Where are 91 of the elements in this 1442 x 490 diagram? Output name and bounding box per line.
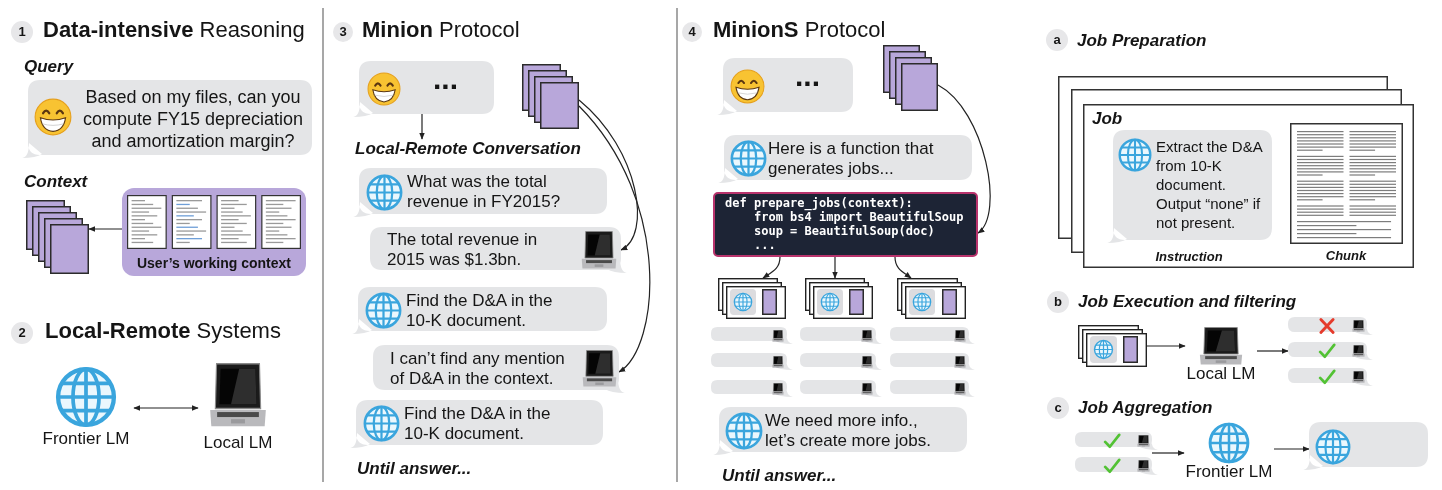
code-line: ...	[754, 239, 776, 252]
message-text: Extract the D&A from 10-K document. Output “none” if not present.	[1156, 137, 1264, 232]
chat-bubble	[353, 168, 607, 217]
chat-bubble	[711, 353, 793, 370]
arrow	[419, 113, 425, 140]
chat-bubble	[890, 380, 975, 397]
node-label: Chunk	[1325, 248, 1367, 264]
subheading: Context	[24, 172, 88, 192]
job-card-stack	[1058, 76, 1414, 268]
chat-bubble	[370, 227, 627, 273]
chat-bubble	[1303, 422, 1428, 470]
subheading: Local-Remote Conversation	[355, 139, 581, 159]
chat-bubble	[373, 345, 625, 393]
step-number: a	[1046, 29, 1068, 51]
curved-arrow	[894, 256, 912, 279]
card-title: Job	[1092, 109, 1123, 129]
node-label: Instruction	[1155, 249, 1223, 265]
document-stack	[26, 200, 89, 274]
chat-bubble	[352, 287, 607, 334]
message-text: The total revenue in 2015 was $1.3bn.	[387, 230, 539, 270]
document-stack	[883, 45, 938, 111]
section-heading: MinionS Protocol	[713, 17, 886, 43]
job-card-stack	[897, 278, 966, 319]
ellipsis-text: ...	[795, 61, 820, 91]
chat-bubble	[1288, 317, 1373, 335]
chat-bubble	[711, 380, 793, 397]
model-label: Local LM	[203, 433, 273, 453]
chat-bubble	[1288, 342, 1373, 360]
curved-arrow	[578, 99, 639, 251]
message-text: I can’t find any mention of D&A in the context.	[390, 349, 566, 389]
code-block	[713, 192, 978, 257]
message-text: Find the D&A in the 10-K document.	[404, 404, 552, 444]
chat-bubble	[890, 327, 975, 344]
section-heading: Local-Remote Systems	[45, 318, 281, 344]
subheading: Query	[24, 57, 74, 77]
double-arrow	[133, 405, 199, 411]
subheading: Job Execution and filtering	[1078, 292, 1297, 312]
chat-bubble	[713, 407, 967, 455]
chat-bubble	[717, 58, 853, 115]
chat-bubble	[718, 135, 972, 183]
arrow	[1151, 450, 1185, 456]
panel-label: User’s working context	[137, 254, 291, 272]
chat-bubble	[1075, 457, 1158, 475]
message-text: Here is a function that generates jobs...	[768, 139, 935, 179]
arrow	[832, 256, 838, 279]
chat-bubble	[1107, 130, 1272, 243]
code-line: def prepare_jobs(context):	[725, 197, 913, 210]
step-number: 2	[11, 322, 33, 344]
chat-bubble	[711, 327, 793, 344]
step-number: c	[1047, 397, 1069, 419]
curved-arrow	[937, 84, 991, 234]
step-number: 4	[682, 22, 702, 42]
code-line: from bs4 import BeautifulSoup	[754, 211, 964, 224]
arrow	[88, 226, 123, 232]
chat-bubble	[1075, 432, 1158, 450]
subheading: Job Preparation	[1077, 31, 1207, 51]
step-number: b	[1047, 291, 1069, 313]
curved-arrow	[578, 105, 651, 373]
chat-bubble	[350, 400, 603, 448]
document-stack	[522, 64, 579, 129]
job-card-stack	[805, 278, 873, 319]
chat-bubble	[22, 80, 312, 158]
model-label: Local LM	[1186, 364, 1256, 384]
chat-bubble	[1288, 368, 1373, 386]
job-card-stack	[1078, 325, 1147, 367]
document-page	[1290, 123, 1403, 244]
job-card-stack	[718, 278, 786, 319]
chat-bubble	[800, 353, 882, 370]
section-heading: Data-intensive Reasoning	[43, 17, 305, 43]
model-label: Frontier LM	[42, 429, 130, 449]
code-line: soup = BeautifulSoup(doc)	[754, 225, 935, 238]
section-heading: Minion Protocol	[362, 17, 520, 43]
step-number: 3	[333, 22, 353, 42]
chat-bubble	[800, 380, 882, 397]
chat-bubble	[800, 327, 882, 344]
subheading: Until answer...	[357, 459, 472, 479]
ellipsis-text: ...	[433, 64, 458, 94]
curved-arrow	[762, 256, 781, 279]
model-label: Frontier LM	[1185, 462, 1273, 482]
subheading: Until answer...	[722, 466, 837, 486]
chat-bubble	[890, 353, 975, 370]
message-text: Based on my files, can you compute FY15 depreciation and amortization margin?	[81, 86, 305, 152]
arrow	[1273, 446, 1310, 452]
subheading: Job Aggregation	[1078, 398, 1213, 418]
message-text: We need more info., let’s create more jobs.	[765, 411, 932, 451]
chat-bubble	[353, 61, 494, 117]
message-text: Find the D&A in the 10-K document.	[406, 291, 554, 331]
context-panel	[122, 188, 306, 276]
arrow	[1146, 343, 1186, 349]
message-text: What was the total revenue in FY2015?	[407, 172, 562, 212]
step-number: 1	[11, 21, 33, 43]
